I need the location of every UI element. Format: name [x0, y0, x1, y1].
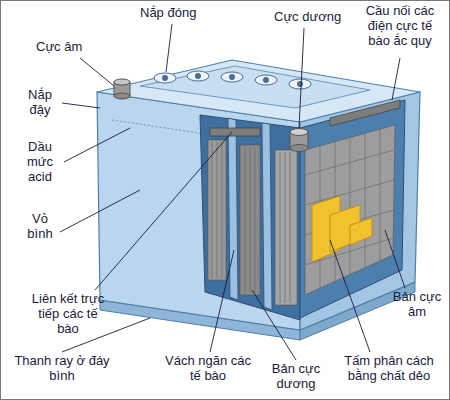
- part-label: Liên kết trực tiếp các tế bào: [28, 292, 108, 337]
- part-label: Nắp đậy: [18, 88, 62, 118]
- part-label: Thanh ray ở đáy bình: [12, 354, 112, 384]
- part-label: Bản cực dương: [264, 362, 328, 392]
- part-label: Nắp đóng: [140, 6, 196, 21]
- part-label: Cực dương: [274, 10, 341, 25]
- part-label: Cực âm: [36, 40, 82, 55]
- part-label: Tấm phân cách bằng chất dẻo: [334, 354, 444, 384]
- part-label: Vỏ bình: [18, 212, 62, 242]
- part-label: Cầu nối các điện cực tế bào ắc quy: [356, 4, 444, 49]
- part-label: Dầu mức acid: [18, 140, 62, 185]
- part-label: Bản cực âm: [390, 290, 444, 320]
- part-label: Vách ngăn các tế bào: [162, 354, 254, 384]
